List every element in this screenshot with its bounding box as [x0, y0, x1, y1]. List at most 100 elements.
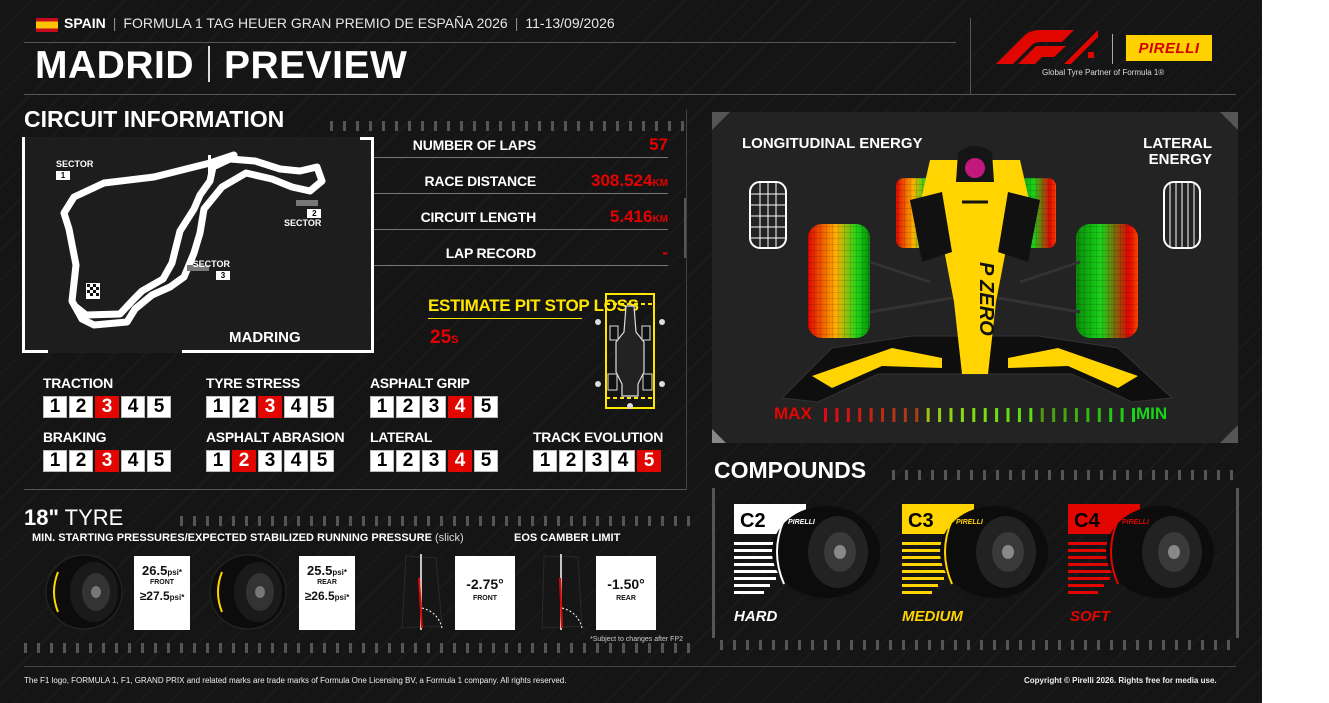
rear-camber-box: -1.50° REAR — [596, 556, 656, 630]
front-running-pressure: ≥27.5 — [139, 589, 170, 603]
pit-stop-value: 25S — [430, 327, 459, 348]
rating-box-5: 5 — [474, 396, 498, 418]
stat-value-distance: 308.524KM — [590, 171, 668, 190]
energy-tick — [1120, 408, 1124, 422]
event-name: FORMULA 1 TAG HEUER GRAN PREMIO DE ESPAÑ… — [123, 15, 508, 31]
stat-value-lap-record: - — [662, 243, 668, 262]
compound-tyre-icon: PIRELLI — [734, 504, 880, 598]
rating-label-asphalt-abrasion: ASPHALT ABRASION — [206, 429, 345, 445]
sector2-number: 2 — [307, 209, 322, 218]
title-city: MADRID — [35, 44, 194, 87]
energy-tick — [1132, 408, 1135, 422]
energy-tick — [892, 408, 896, 422]
track-layout-icon — [60, 151, 326, 329]
energy-tick — [903, 408, 907, 422]
front-label: FRONT — [149, 579, 175, 586]
svg-text:PIRELLI: PIRELLI — [956, 519, 984, 526]
circuit-info-heading: CIRCUIT INFORMATION — [24, 106, 285, 132]
energy-tick — [835, 408, 839, 422]
rear-pressure-box: 25.5psi* REAR ≥26.5psi* — [299, 556, 355, 630]
rating-box-4: 4 — [121, 450, 145, 472]
rating-box-5: 5 — [147, 450, 171, 472]
compound-name-hard: HARD — [734, 608, 778, 625]
lateral-tyre-icon — [1163, 181, 1201, 249]
front-start-pressure: 26.5 — [142, 563, 168, 578]
rating-box-5: 5 — [310, 450, 334, 472]
front-camber-label: FRONT — [472, 595, 498, 602]
pit-stop-label: ESTIMATE PIT STOP LOSS — [428, 296, 639, 315]
compounds-heading: COMPOUNDS — [714, 457, 867, 483]
rating-box-1: 1 — [43, 450, 67, 472]
rating-box-1: 1 — [206, 450, 230, 472]
stat-label-distance: RACE DISTANCE — [424, 173, 537, 189]
stat-label-length: CIRCUIT LENGTH — [420, 209, 537, 225]
f1-logo-icon — [996, 30, 1098, 64]
sector1-label: SECTOR — [56, 159, 94, 169]
compound-code: C2 — [740, 510, 766, 532]
rating-box-4: 4 — [121, 396, 145, 418]
energy-scale — [824, 408, 1135, 422]
energy-tick — [1109, 408, 1113, 422]
footer-copyright: Copyright © Pirelli 2026. Rights free fo… — [1024, 676, 1217, 685]
energy-tick — [1017, 408, 1021, 422]
rear-camber-label: REAR — [616, 595, 636, 602]
front-camber-tyre-icon — [401, 554, 443, 630]
sector3-label: SECTOR — [192, 259, 230, 269]
compound-tyre-icon: PIRELLI — [1068, 504, 1214, 598]
rating-box-2: 2 — [396, 450, 420, 472]
rating-box-1: 1 — [43, 396, 67, 418]
rating-box-2: 2 — [396, 396, 420, 418]
energy-tick — [1074, 408, 1078, 422]
lateral-energy-label: LATERAL ENERGY — [1143, 135, 1212, 168]
tyre-heading: 18" TYRE — [24, 505, 124, 530]
rating-label-lateral: LATERAL — [370, 429, 433, 445]
car-energy-illustration: P ZERO — [712, 112, 1238, 443]
energy-tick — [869, 408, 873, 422]
pit-lane-car-icon — [595, 293, 665, 409]
rating-box-4: 4 — [448, 396, 472, 418]
compound-code: C4 — [1074, 510, 1100, 532]
compound-name-medium: MEDIUM — [902, 608, 963, 625]
longitudinal-energy-label: LONGITUDINAL ENERGY — [742, 135, 923, 152]
sector3-number: 3 — [216, 271, 230, 280]
stat-value-length: 5.416KM — [609, 207, 668, 226]
rating-box-2: 2 — [232, 396, 256, 418]
rating-box-4: 4 — [284, 450, 308, 472]
rear-label: REAR — [317, 579, 337, 586]
country-name: SPAIN — [64, 15, 106, 31]
rating-box-5: 5 — [147, 396, 171, 418]
rating-box-5: 5 — [310, 396, 334, 418]
rating-box-1: 1 — [206, 396, 230, 418]
rating-box-3: 3 — [258, 396, 282, 418]
circuit-name: MADRING — [229, 329, 301, 346]
energy-tick — [938, 408, 942, 422]
energy-tick — [1006, 408, 1010, 422]
energy-tick — [824, 408, 827, 422]
rear-camber-value: -1.50° — [607, 576, 645, 592]
energy-tick — [1086, 408, 1090, 422]
energy-tick — [1052, 408, 1056, 422]
compound-name-soft: SOFT — [1070, 608, 1110, 625]
header-line: SPAIN|FORMULA 1 TAG HEUER GRAN PREMIO DE… — [64, 15, 615, 31]
rating-box-5: 5 — [637, 450, 661, 472]
rating-label-tyre-stress: TYRE STRESS — [206, 375, 300, 391]
rating-box-3: 3 — [258, 450, 282, 472]
spain-flag-icon — [36, 18, 58, 32]
energy-tick — [858, 408, 862, 422]
rating-box-1: 1 — [370, 396, 394, 418]
front-pressure-box: 26.5psi* FRONT ≥27.5psi* — [134, 556, 190, 630]
rating-box-5: 5 — [474, 450, 498, 472]
stat-label-laps: NUMBER OF LAPS — [412, 137, 536, 153]
sector1-number: 1 — [56, 171, 70, 180]
rating-box-3: 3 — [422, 396, 446, 418]
energy-tick — [881, 408, 885, 422]
energy-panel: P ZERO LONGITUDINAL ENERGY LATERAL ENERG… — [712, 112, 1238, 443]
energy-tick — [1063, 408, 1067, 422]
